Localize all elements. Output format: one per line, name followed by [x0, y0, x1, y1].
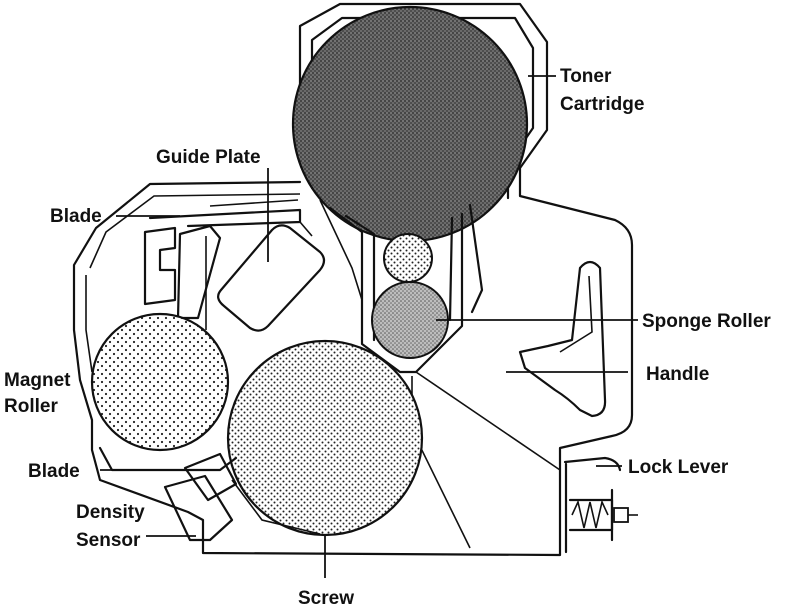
label-magnet-roller-line2: Roller	[4, 396, 58, 417]
guide-plate	[217, 224, 326, 332]
label-handle: Handle	[646, 364, 709, 385]
toner-hopper	[328, 203, 561, 555]
label-magnet-roller-line1: Magnet	[4, 370, 71, 391]
density-sensor	[163, 452, 321, 542]
label-density-sensor-line1: Density	[76, 502, 145, 523]
label-guide-plate: Guide Plate	[156, 147, 261, 168]
label-toner-cartridge-line2: Cartridge	[560, 94, 644, 115]
label-density-sensor-line2: Sensor	[76, 530, 141, 551]
leader-lines	[100, 75, 638, 578]
magnet-roller	[90, 312, 230, 452]
toner-cartridge	[291, 5, 529, 243]
label-blade-bottom: Blade	[28, 461, 80, 482]
label-screw: Screw	[298, 588, 354, 609]
bottom-blade	[98, 446, 238, 472]
screw	[226, 339, 424, 537]
agitator-roller	[383, 233, 433, 283]
slanted-bar	[176, 224, 222, 320]
top-blade	[148, 199, 302, 228]
left-bracket	[143, 226, 177, 306]
label-blade-top: Blade	[50, 206, 102, 227]
label-toner-cartridge-line1: Toner	[560, 66, 612, 87]
interior-structure	[205, 199, 363, 330]
label-lock-lever: Lock Lever	[628, 457, 729, 478]
label-sponge-roller: Sponge Roller	[642, 311, 771, 332]
handle[interactable]	[518, 260, 607, 418]
lock-lever[interactable]	[563, 456, 638, 554]
